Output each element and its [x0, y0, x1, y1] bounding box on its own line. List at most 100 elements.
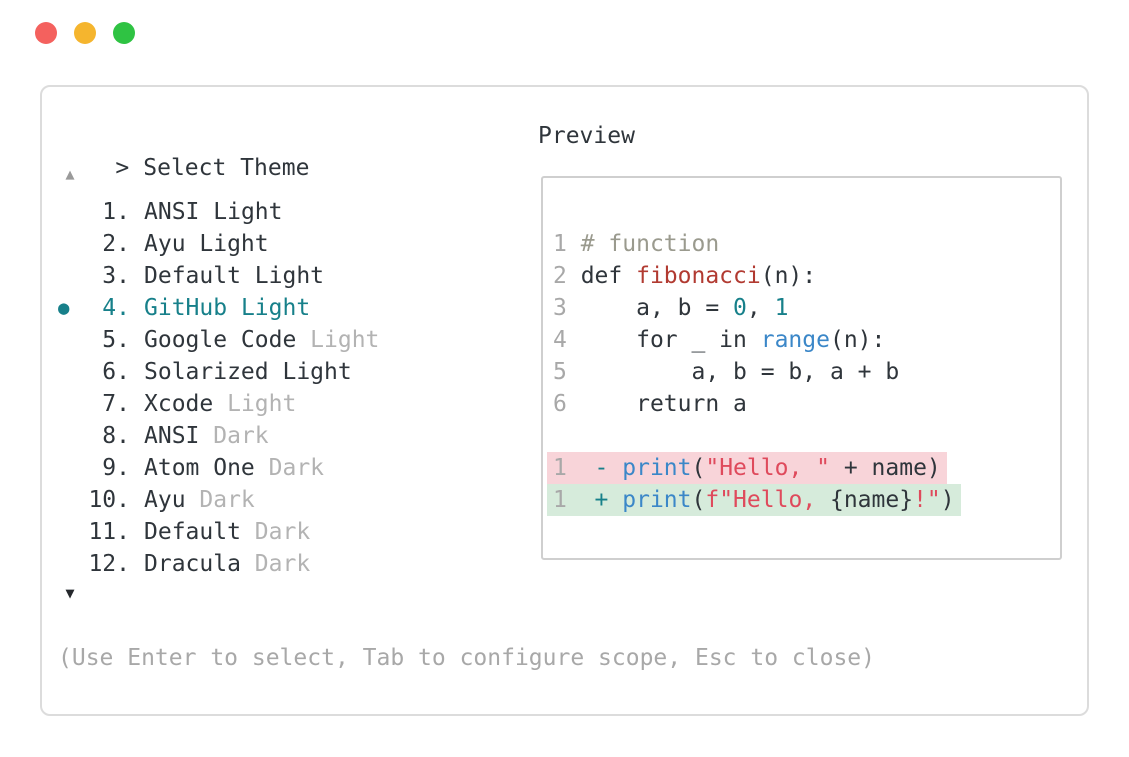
theme-number: 1. [102, 199, 130, 225]
theme-variant: Light [282, 359, 352, 385]
theme-number: 8. [102, 423, 130, 449]
code-token: range [760, 327, 830, 353]
theme-variant: Light [240, 295, 311, 321]
bullet-placeholder [58, 452, 82, 484]
theme-number: 12. [88, 551, 130, 577]
code-token: a, b = b, a + b [580, 359, 900, 385]
code-line: 5 a, b = b, a + b [547, 356, 905, 388]
code-line: 1 # function [547, 228, 725, 260]
theme-list-item[interactable]: 7. Xcode Light [58, 388, 379, 420]
theme-list-item[interactable]: 6. Solarized Light [58, 356, 379, 388]
bullet-placeholder [58, 388, 82, 420]
theme-number: 2. [102, 231, 130, 257]
bullet-placeholder [58, 548, 82, 580]
line-number: 1 [553, 231, 581, 257]
theme-number: 11. [88, 519, 130, 545]
code-token: a, b = [580, 295, 734, 321]
code-token: ( [691, 487, 706, 513]
code-line: 4 for _ in range(n): [547, 324, 891, 356]
theme-list-item[interactable]: 3.Default Light [58, 260, 379, 292]
theme-list-item[interactable]: 12. Dracula Dark [58, 548, 379, 580]
theme-label: Dracula Dark [144, 551, 311, 577]
bullet-placeholder [58, 196, 82, 228]
code-token: + [580, 487, 623, 513]
line-number: 1 [553, 487, 581, 513]
bullet-placeholder [58, 420, 82, 452]
code-token: "Hello, " [705, 455, 830, 481]
bullet-placeholder [58, 484, 82, 516]
line-number: 3 [553, 295, 581, 321]
code-line: 6 return a [547, 388, 753, 420]
theme-label: Default Dark [144, 519, 311, 545]
theme-number: 9. [102, 455, 130, 481]
theme-variant: Light [213, 199, 283, 225]
code-token: 0 [733, 295, 747, 321]
diff-line-added: 1 + print(f"Hello, {name}!") [547, 484, 961, 516]
traffic-lights [35, 22, 135, 44]
code-token: f"Hello, [705, 487, 830, 513]
theme-number: 10. [88, 487, 130, 513]
line-number: 5 [553, 359, 581, 385]
code-token: def [580, 263, 637, 289]
code-token: ) [940, 487, 955, 513]
theme-list-item[interactable]: 5. Google Code Light [58, 324, 379, 356]
code-line: 3 a, b = 0, 1 [547, 292, 794, 324]
code-token: (n): [829, 327, 886, 353]
code-token: 1 [774, 295, 789, 321]
code-token: - [580, 455, 623, 481]
scroll-down-icon[interactable]: ▼ [65, 584, 75, 602]
theme-variant: Dark [254, 551, 311, 577]
bullet-placeholder [58, 260, 82, 292]
theme-list-item[interactable]: 11. Default Dark [58, 516, 379, 548]
theme-list-item[interactable]: ● 4. GitHub Light [58, 292, 379, 324]
preview-label: Preview [538, 123, 635, 149]
theme-label: Default Light [144, 263, 325, 289]
close-button[interactable] [35, 22, 57, 44]
theme-number: 4. [102, 295, 130, 321]
theme-number: 5. [102, 327, 130, 353]
diff-line-removed: 1 - print("Hello, " + name) [547, 452, 947, 484]
theme-list-item[interactable]: 8.ANSI Dark [58, 420, 379, 452]
code-token: # function [580, 231, 720, 257]
theme-label: Solarized Light [144, 359, 352, 385]
code-token: for _ in [580, 327, 761, 353]
theme-label: Xcode Light [144, 391, 297, 417]
code-token: print [622, 455, 692, 481]
theme-list-item[interactable]: 10. Ayu Dark [58, 484, 379, 516]
code-token: fibonacci [636, 263, 761, 289]
theme-number: 6. [102, 359, 130, 385]
selected-bullet-icon: ● [58, 297, 70, 319]
code-token: print [622, 487, 692, 513]
theme-list-item[interactable]: 9. Atom One Dark [58, 452, 379, 484]
theme-variant: Light [227, 391, 297, 417]
code-token: !" [913, 487, 941, 513]
theme-label: ANSI Light [144, 199, 283, 225]
theme-number: 7. [102, 391, 130, 417]
bullet-placeholder [58, 356, 82, 388]
theme-label: Google Code Light [144, 327, 380, 353]
theme-variant: Light [254, 263, 325, 289]
code-token: return a [580, 391, 747, 417]
zoom-button[interactable] [113, 22, 135, 44]
select-theme-prompt: >Select Theme [60, 120, 309, 216]
minimize-button[interactable] [74, 22, 96, 44]
theme-variant: Dark [254, 519, 311, 545]
bullet-placeholder [58, 324, 82, 356]
code-line: 2 def fibonacci(n): [547, 260, 822, 292]
theme-label: Ayu Dark [144, 487, 255, 513]
bullet-placeholder [58, 228, 82, 260]
theme-list-item[interactable]: 1. ANSI Light [58, 196, 379, 228]
theme-label: Atom One Dark [144, 455, 325, 481]
theme-list-item[interactable]: 2.Ayu Light [58, 228, 379, 260]
theme-picker-panel: >Select Theme ▲ 1. ANSI Light 2.Ayu Light… [40, 85, 1089, 716]
theme-list: 1. ANSI Light 2.Ayu Light 3.Default Light… [58, 196, 379, 580]
code-line [547, 420, 559, 452]
code-token: + name) [829, 455, 941, 481]
line-number: 4 [553, 327, 581, 353]
scroll-up-icon[interactable]: ▲ [65, 165, 75, 183]
theme-label: GitHub Light [144, 295, 311, 321]
theme-variant: Light [310, 327, 380, 353]
keyboard-hint: (Use Enter to select, Tab to configure s… [58, 645, 875, 671]
